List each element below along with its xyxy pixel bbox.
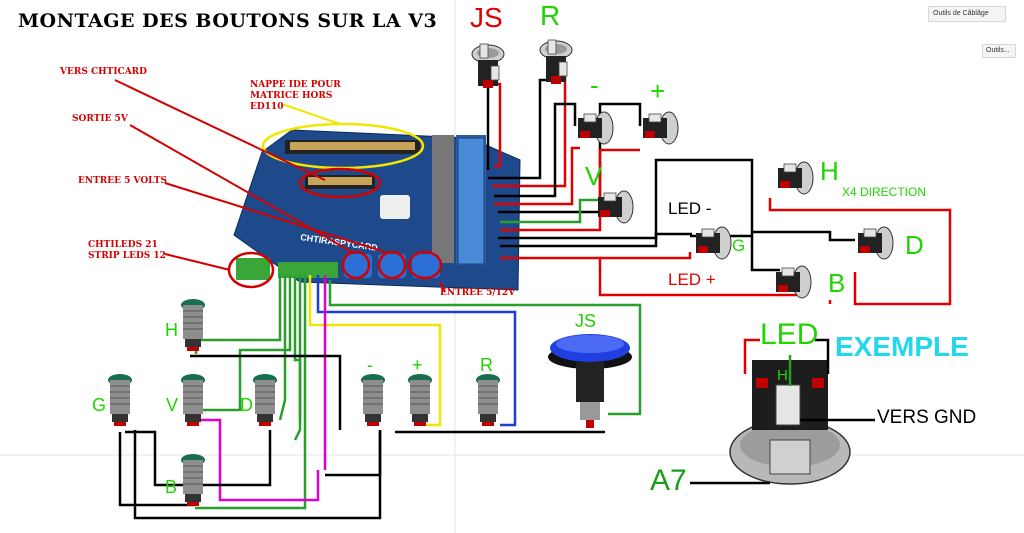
button-js-bottom xyxy=(548,334,632,428)
label-plus-top: + xyxy=(650,76,666,106)
button-g-top xyxy=(695,226,732,260)
button-d-top xyxy=(857,226,894,260)
label-chtileds-1: CHTILEDS 21 xyxy=(88,240,158,250)
button-v-top xyxy=(597,190,634,224)
entree-512v-ellipse xyxy=(407,250,443,280)
button-js-top xyxy=(471,43,505,89)
example-wiring xyxy=(690,338,875,485)
label-r-bottom: R xyxy=(480,355,493,375)
label-b-top: B xyxy=(828,268,846,298)
label-r-top: R xyxy=(540,0,561,31)
label-g-top: G xyxy=(732,236,746,255)
label-x4-direction: X4 DIRECTION xyxy=(842,185,927,199)
button-b-bottom xyxy=(180,453,206,507)
chticard-ellipse xyxy=(298,167,382,199)
label-h-top: H xyxy=(820,156,839,186)
label-entree-512v: ENTREE 5/12V xyxy=(440,288,516,298)
label-chtileds-2: STRIP LEDS 12 xyxy=(88,251,166,261)
label-example-title: EXEMPLE xyxy=(835,331,969,362)
annotation-arrows xyxy=(114,79,446,293)
label-led-plus: LED + xyxy=(668,270,716,289)
label-vers-gnd: VERS GND xyxy=(877,407,977,428)
bottom-wiring xyxy=(118,275,642,520)
label-d-bottom: D xyxy=(240,395,253,415)
button-minus-bottom xyxy=(360,373,386,427)
ide-arrow xyxy=(281,103,341,125)
button-minus-top xyxy=(577,111,614,145)
label-js-bottom: JS xyxy=(575,311,597,331)
label-nappe-2: MATRICE HORS xyxy=(250,91,333,101)
label-led-minus: LED - xyxy=(668,199,712,218)
label-plus-bottom: + xyxy=(412,355,423,375)
label-nappe-3: ED110 xyxy=(250,102,284,112)
label-g-bottom: G xyxy=(92,395,107,415)
label-d-top: D xyxy=(905,230,924,260)
label-nappe-1: NAPPE IDE POUR xyxy=(250,80,341,90)
label-example-h: H xyxy=(777,367,788,384)
page-title: MONTAGE DES BOUTONS SUR LA V3 xyxy=(18,10,438,32)
button-r-bottom xyxy=(475,373,501,427)
label-minus-top: - xyxy=(590,70,599,100)
button-v-bottom xyxy=(180,373,206,427)
label-minus-bottom: - xyxy=(367,355,373,375)
label-example-led: LED xyxy=(760,318,819,351)
label-b-bottom: B xyxy=(165,477,178,497)
label-v-top: V xyxy=(585,161,603,191)
label-js-top: JS xyxy=(470,2,503,33)
button-d-bottom xyxy=(252,373,278,427)
button-h-top xyxy=(777,161,814,195)
top-wiring xyxy=(478,64,952,306)
label-v-bottom: V xyxy=(166,395,179,415)
button-b-top xyxy=(775,265,812,299)
button-plus-top xyxy=(642,111,679,145)
cable-tools-panel[interactable]: Outils de Câblâge xyxy=(928,6,1006,22)
sortie-5v-circle xyxy=(341,250,371,280)
button-r-top xyxy=(539,39,573,85)
label-vers-chticard: VERS CHTICARD xyxy=(60,67,147,77)
label-sortie-5v: SORTIE 5V xyxy=(72,114,128,124)
button-g-bottom xyxy=(107,373,133,427)
tools-button[interactable]: Outils... xyxy=(982,44,1016,58)
label-entree-5v: ENTREE 5 VOLTS xyxy=(78,176,167,186)
button-plus-bottom xyxy=(407,373,433,427)
entree-5v-circle xyxy=(377,250,407,280)
label-h-bottom: H xyxy=(165,320,178,340)
chtiraspycard-board: CHTIRASPYCARD xyxy=(233,129,521,291)
button-h-bottom xyxy=(180,298,206,352)
label-a7: A7 xyxy=(650,464,687,497)
